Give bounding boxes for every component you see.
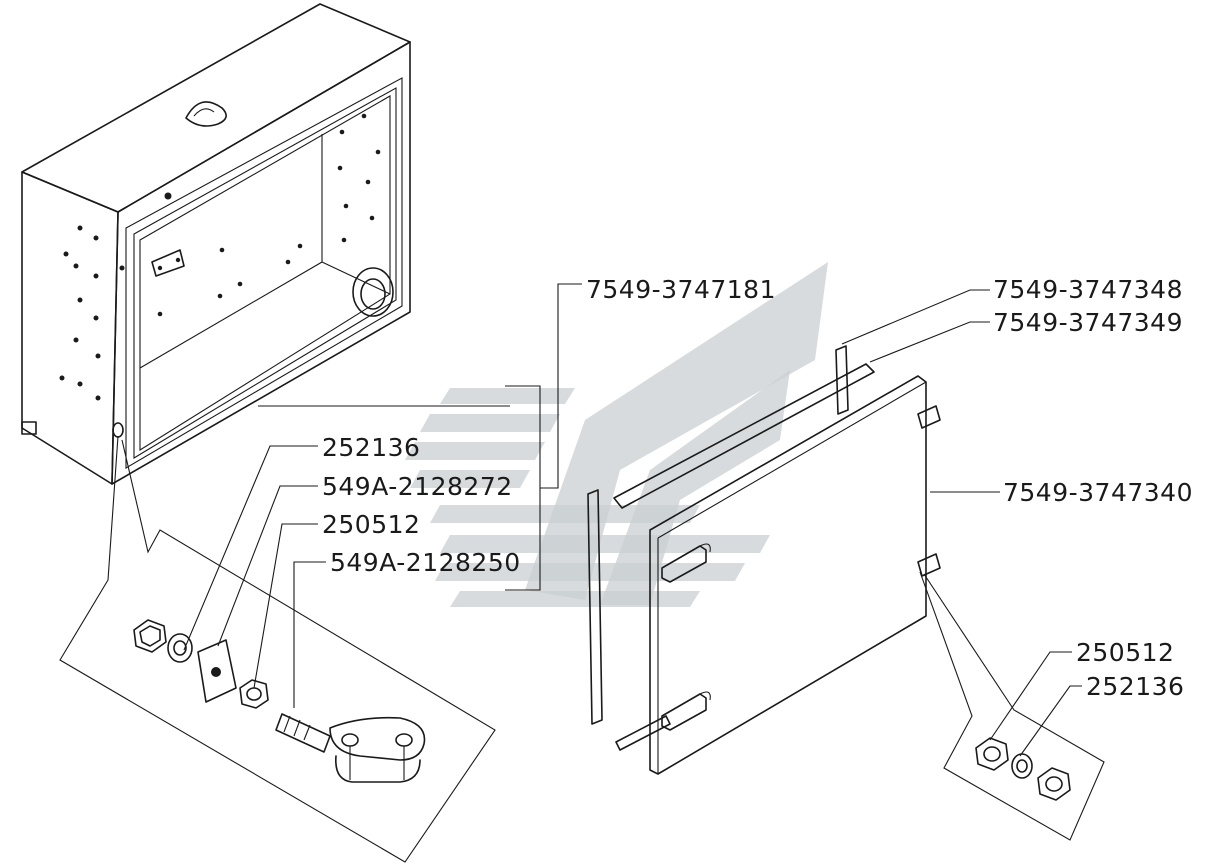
door-panel — [649, 375, 941, 775]
label-250512-left: 250512 — [322, 510, 420, 539]
label-252136-right: 252136 — [1086, 672, 1184, 701]
label-7549-3747181: 7549-3747181 — [586, 275, 776, 304]
label-7549-3747349: 7549-3747349 — [993, 308, 1183, 337]
right-fasteners — [975, 737, 1071, 801]
label-549A-2128250: 549A-2128250 — [330, 548, 521, 577]
label-7549-3747348: 7549-3747348 — [993, 275, 1183, 304]
label-252136-left: 252136 — [322, 433, 420, 462]
rivet-holes — [59, 113, 381, 401]
left-fasteners — [133, 619, 426, 783]
label-549A-2128272: 549A-2128272 — [322, 472, 513, 501]
label-250512-right: 250512 — [1076, 638, 1174, 667]
leader-lines — [59, 283, 1105, 863]
cabinet-box — [21, 3, 411, 485]
part-labels: 7549-3747181 7549-3747348 7549-3747349 7… — [322, 275, 1193, 701]
label-7549-3747340: 7549-3747340 — [1003, 478, 1193, 507]
